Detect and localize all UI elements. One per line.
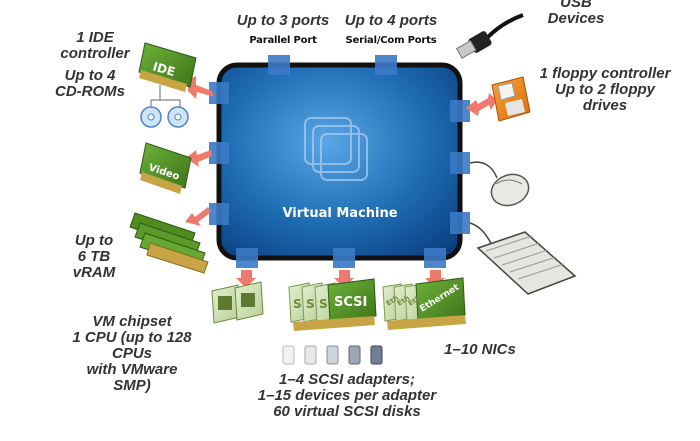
arrow-video bbox=[186, 150, 212, 167]
ram-modules-icon bbox=[129, 212, 209, 274]
arrow-ram bbox=[185, 207, 211, 226]
chipset-cpu-label: VM chipset 1 CPU (up to 128 CPUs with VM… bbox=[72, 313, 192, 394]
scsi-disk-icons bbox=[282, 345, 383, 365]
usb-devices-label: USB Devices bbox=[547, 0, 605, 27]
port-left-ram bbox=[209, 203, 229, 225]
arrow-ide bbox=[188, 76, 214, 99]
ide-board-text: IDE bbox=[151, 59, 177, 79]
cd-rom-icon bbox=[140, 106, 189, 128]
arrow-floppy bbox=[466, 93, 497, 116]
scsi-board-text: SCSI bbox=[334, 295, 367, 310]
mouse-icon bbox=[490, 173, 530, 207]
port-left-video bbox=[209, 142, 229, 164]
scsi-adapter-boards bbox=[288, 278, 377, 331]
scsi-small-board-text-2: S bbox=[306, 297, 315, 311]
parallel-ports-title: Up to 3 ports bbox=[236, 12, 330, 29]
video-card-board bbox=[139, 142, 192, 194]
keyboard-cable bbox=[469, 222, 493, 246]
floppy-disk-icon bbox=[491, 76, 531, 122]
scsi-small-board-text-3: S bbox=[319, 297, 328, 311]
ide-controller-label: 1 IDE controller bbox=[60, 29, 130, 62]
port-bottom-chipset bbox=[236, 248, 258, 268]
serial-port-label: Serial/Com Ports bbox=[345, 35, 437, 46]
serial-port-connector bbox=[375, 55, 397, 75]
vram-label: Up to 6 TB vRAM bbox=[72, 232, 116, 281]
arrow-nic bbox=[425, 270, 445, 288]
parallel-port-label: Parallel Port bbox=[249, 35, 317, 46]
port-bottom-scsi bbox=[333, 248, 355, 268]
nics-label: 1–10 NICs bbox=[444, 341, 516, 358]
port-right-mouse bbox=[450, 152, 470, 174]
cd-rom-label: Up to 4 CD-ROMs bbox=[55, 67, 125, 100]
serial-ports-title: Up to 4 ports bbox=[344, 12, 438, 29]
virtual-machine-box bbox=[216, 62, 463, 261]
nic-boards bbox=[382, 277, 466, 330]
ide-controller-board bbox=[138, 42, 197, 107]
usb-plug-icon bbox=[455, 13, 524, 59]
scsi-adapters-label: 1–4 SCSI adapters; 1–15 devices per adap… bbox=[257, 371, 437, 420]
port-left-ide bbox=[209, 82, 229, 104]
cpu-chip-icon bbox=[211, 281, 264, 324]
port-right-floppy bbox=[450, 100, 470, 122]
port-right-keyboard bbox=[450, 212, 470, 234]
port-bottom-nic bbox=[424, 248, 446, 268]
virtual-machine-label: Virtual Machine bbox=[282, 206, 398, 221]
arrow-chipset bbox=[236, 270, 256, 288]
connection-arrows bbox=[185, 76, 497, 288]
mouse-cable bbox=[469, 161, 498, 179]
keyboard-icon bbox=[476, 231, 577, 295]
vm-ports bbox=[209, 55, 470, 268]
parallel-port-connector bbox=[268, 55, 290, 75]
scsi-small-board-text-1: S bbox=[293, 297, 302, 311]
floppy-controller-label: 1 floppy controller Up to 2 floppy drive… bbox=[539, 65, 671, 114]
arrow-scsi bbox=[334, 270, 354, 288]
vmware-logo-icon bbox=[304, 117, 368, 181]
